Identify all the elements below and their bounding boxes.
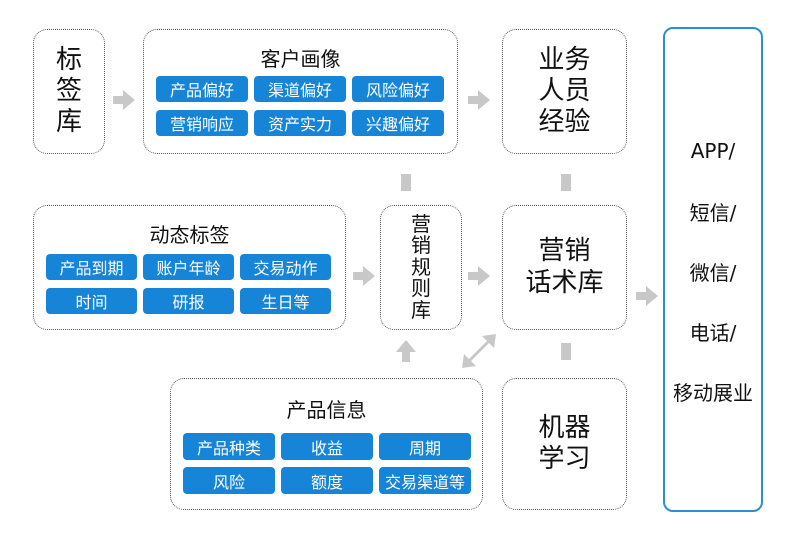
machine-learning-box: 机器 学习 — [502, 378, 627, 510]
sales-experience-line-1: 业务 — [538, 44, 591, 75]
dynamic-tags-title: 动态标签 — [149, 223, 230, 247]
marketing-rules-line-3: 规 — [411, 254, 431, 279]
tag-library-line-2: 签 — [55, 75, 82, 106]
connector-bar-icon — [561, 174, 571, 191]
profile-chip-product-preference: 产品偏好 — [156, 76, 248, 102]
arrow-right-icon — [468, 266, 490, 286]
product-info-box: 产品信息 产品种类 收益 周期 风险 额度 交易渠道等 — [170, 378, 483, 510]
sales-experience-box: 业务 人员 经验 — [502, 29, 627, 154]
marketing-rules-line-5: 库 — [411, 297, 431, 322]
customer-profile-box: 客户画像 产品偏好 渠道偏好 风险偏好 营销响应 资产实力 兴趣偏好 — [143, 29, 458, 154]
profile-chip-risk-preference: 风险偏好 — [352, 76, 444, 102]
customer-profile-title: 客户画像 — [260, 47, 341, 71]
channel-item-phone: 电话/ — [689, 321, 737, 345]
channel-item-wechat: 微信/ — [689, 261, 737, 285]
channel-item-sms: 短信/ — [689, 201, 737, 225]
product-chip-category: 产品种类 — [183, 433, 275, 460]
connector-bar-icon — [401, 174, 411, 191]
dynamic-chip-research-report: 研报 — [143, 288, 234, 314]
arrow-right-icon — [636, 286, 658, 306]
product-chip-risk: 风险 — [183, 467, 275, 494]
profile-chip-channel-preference: 渠道偏好 — [254, 76, 346, 102]
dynamic-tags-box: 动态标签 产品到期 账户年龄 交易动作 时间 研报 生日等 — [33, 205, 346, 330]
channel-item-mobile: 移动展业 — [673, 381, 753, 405]
connector-bar-icon — [561, 343, 571, 360]
profile-chip-asset-strength: 资产实力 — [254, 110, 346, 136]
sales-experience-line-3: 经验 — [538, 107, 591, 138]
product-chip-return: 收益 — [281, 433, 373, 460]
arrow-right-icon — [468, 90, 490, 110]
arrow-right-icon — [353, 266, 375, 286]
product-info-title: 产品信息 — [286, 398, 367, 422]
script-library-line-1: 营销 — [538, 236, 591, 267]
tag-library-box: 标 签 库 — [33, 29, 105, 154]
profile-chip-interest-preference: 兴趣偏好 — [352, 110, 444, 136]
marketing-rules-box: 营 销 规 则 库 — [380, 205, 462, 330]
sales-experience-line-2: 人员 — [538, 75, 591, 106]
product-chip-limit: 额度 — [281, 467, 373, 494]
arrow-diagonal-double-icon — [462, 334, 496, 368]
tag-library-line-1: 标 — [55, 44, 82, 75]
dynamic-chip-birthday: 生日等 — [240, 288, 331, 314]
dynamic-chip-time: 时间 — [46, 288, 137, 314]
script-library-box: 营销 话术库 — [502, 205, 627, 330]
profile-chip-marketing-response: 营销响应 — [156, 110, 248, 136]
marketing-rules-line-1: 营 — [411, 211, 431, 236]
marketing-rules-line-2: 销 — [411, 233, 431, 258]
dynamic-chip-trade-action: 交易动作 — [240, 254, 331, 280]
dynamic-chip-account-age: 账户年龄 — [143, 254, 234, 280]
arrow-up-icon — [396, 340, 416, 362]
marketing-rules-line-4: 则 — [411, 276, 431, 301]
product-chip-period: 周期 — [379, 433, 471, 460]
dynamic-chip-product-maturity: 产品到期 — [46, 254, 137, 280]
channels-box: APP/ 短信/ 微信/ 电话/ 移动展业 — [663, 27, 763, 512]
machine-learning-line-2: 学习 — [538, 444, 591, 474]
product-chip-trade-channel: 交易渠道等 — [379, 467, 471, 494]
machine-learning-line-1: 机器 — [538, 412, 591, 443]
channel-item-app: APP/ — [690, 139, 736, 163]
script-library-line-2: 话术库 — [525, 267, 604, 298]
tag-library-line-3: 库 — [55, 107, 82, 138]
arrow-right-icon — [113, 90, 135, 110]
